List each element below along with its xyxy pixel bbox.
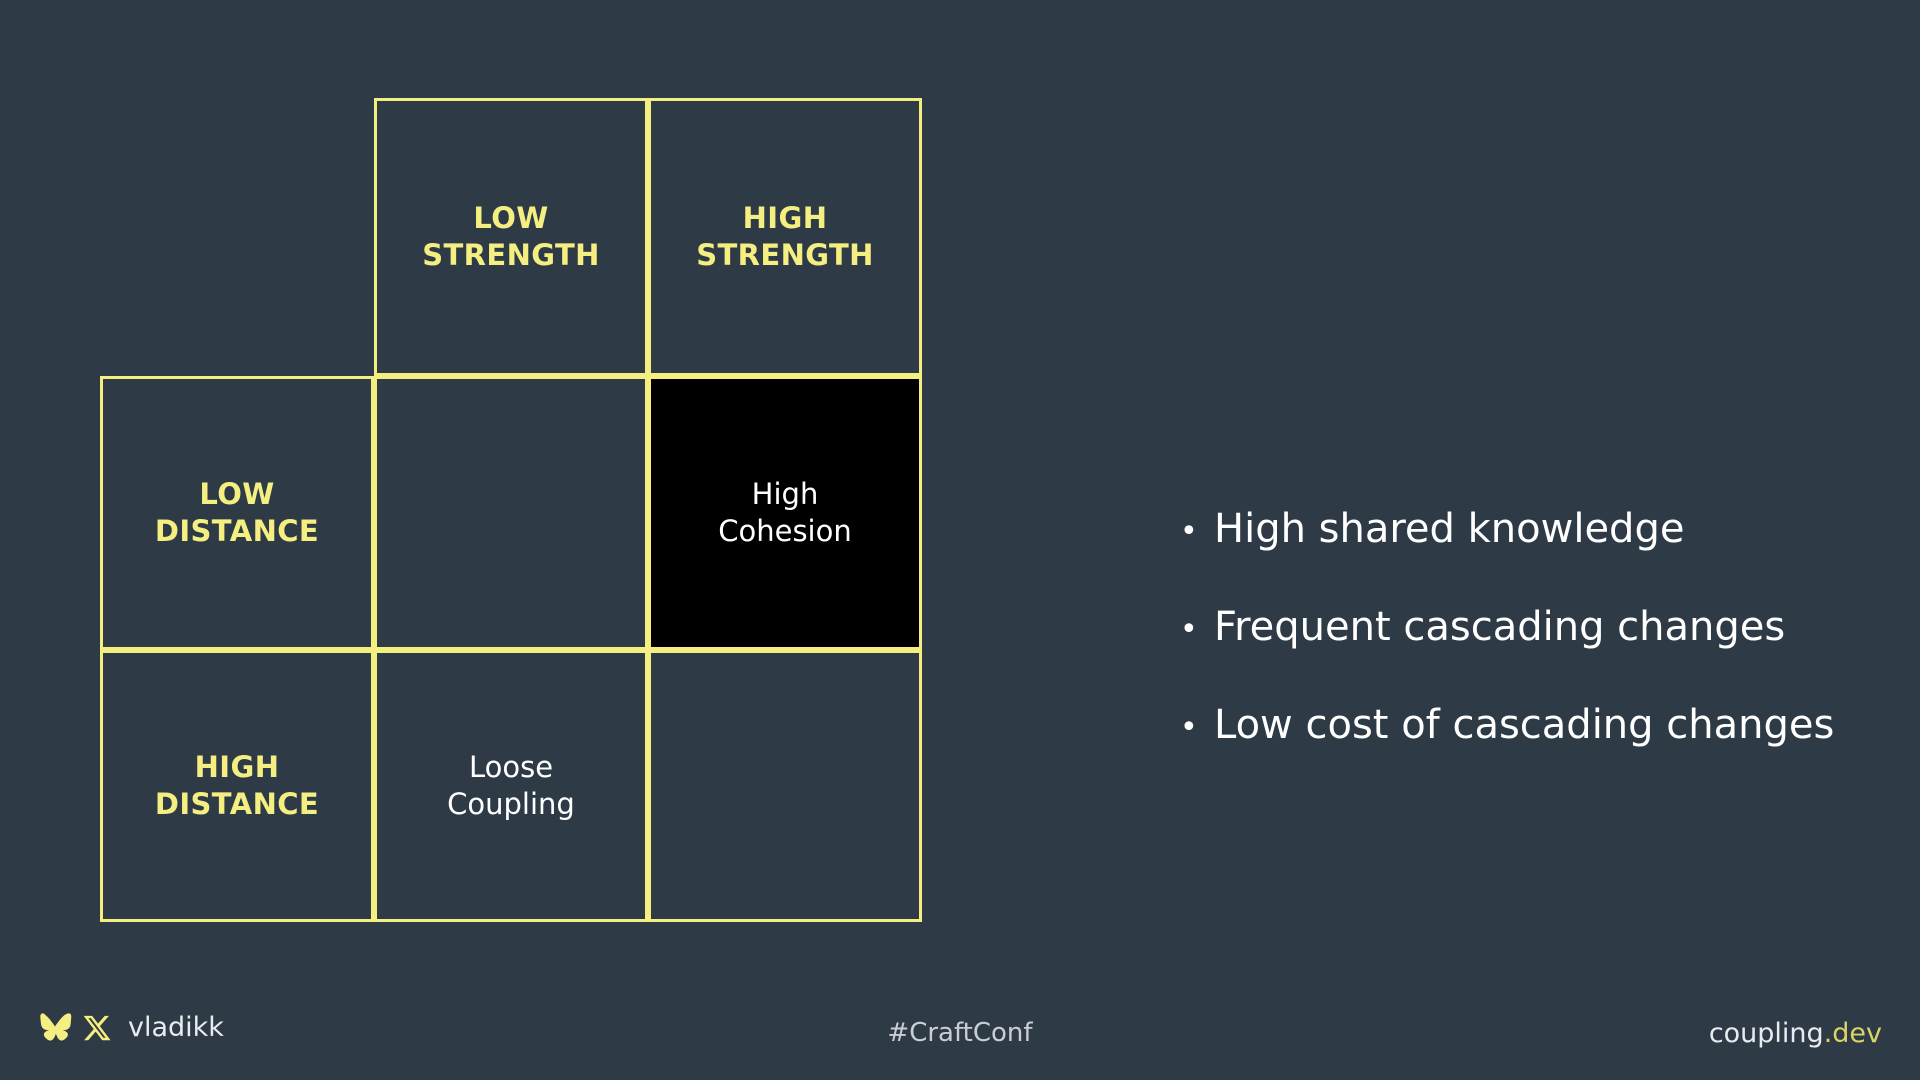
butterfly-icon xyxy=(38,1012,72,1043)
col-header-line1: HIGH xyxy=(742,200,828,235)
col-header-line1: LOW xyxy=(473,200,549,235)
list-item: • Frequent cascading changes xyxy=(1180,603,1900,651)
row-header-line2: DISTANCE xyxy=(154,787,320,821)
matrix-col-header-low-strength: LOW STRENGTH xyxy=(374,98,648,376)
footer-hashtag: #CraftConf xyxy=(887,1018,1033,1048)
matrix-cell-high-cohesion: High Cohesion xyxy=(648,376,922,650)
list-item: • High shared knowledge xyxy=(1180,505,1900,553)
cell-line1: High xyxy=(751,476,819,511)
footer-site-tld: .dev xyxy=(1823,1018,1882,1049)
matrix-row-header-low-distance: LOW DISTANCE xyxy=(100,376,374,650)
cell-line1: Loose xyxy=(468,749,554,784)
col-header-line2: STRENGTH xyxy=(422,238,600,272)
matrix-cell-high-distance-high-strength xyxy=(648,650,922,922)
footer-handle: vladikk xyxy=(128,1012,224,1043)
footer-site-name: coupling xyxy=(1708,1018,1824,1049)
matrix-cell-loose-coupling: Loose Coupling xyxy=(374,650,648,922)
list-item-label: Frequent cascading changes xyxy=(1214,604,1786,650)
x-logo-icon xyxy=(82,1013,112,1043)
list-item: • Low cost of cascading changes xyxy=(1180,701,1900,749)
row-header-line2: DISTANCE xyxy=(154,514,320,548)
row-header-line1: HIGH xyxy=(194,749,280,784)
bullet-list: • High shared knowledge • Frequent casca… xyxy=(1180,505,1900,799)
slide-footer: vladikk #CraftConf coupling.dev xyxy=(0,990,1920,1080)
matrix-row-header-high-distance: HIGH DISTANCE xyxy=(100,650,374,922)
footer-social: vladikk xyxy=(38,1012,224,1043)
matrix-corner-empty xyxy=(100,98,374,376)
matrix-cell-low-distance-low-strength xyxy=(374,376,648,650)
coupling-matrix: LOW STRENGTH HIGH STRENGTH LOW DISTANCE … xyxy=(100,98,922,922)
footer-website: coupling.dev xyxy=(1709,1018,1882,1049)
col-header-line2: STRENGTH xyxy=(696,238,874,272)
bullet-marker-icon: • xyxy=(1180,710,1198,745)
row-header-line1: LOW xyxy=(199,476,275,511)
bullet-marker-icon: • xyxy=(1180,514,1198,549)
cell-line2: Coupling xyxy=(447,787,575,821)
cell-line2: Cohesion xyxy=(718,514,852,548)
matrix-col-header-high-strength: HIGH STRENGTH xyxy=(648,98,922,376)
bullet-marker-icon: • xyxy=(1180,612,1198,647)
list-item-label: High shared knowledge xyxy=(1214,506,1685,552)
list-item-label: Low cost of cascading changes xyxy=(1214,702,1835,748)
